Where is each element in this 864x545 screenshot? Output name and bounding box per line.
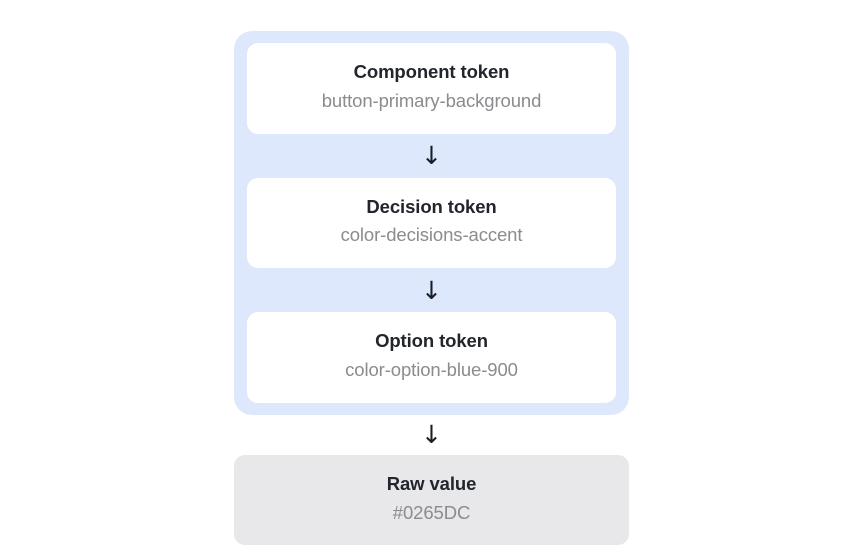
token-flow: Component token button-primary-backgroun…	[234, 31, 629, 545]
node-value: #0265DC	[392, 501, 471, 523]
node-value: color-option-blue-900	[345, 358, 518, 380]
node-option-token[interactable]: Option token color-option-blue-900	[247, 312, 616, 403]
node-value: color-decisions-accent	[340, 224, 523, 246]
node-title: Decision token	[366, 195, 497, 217]
node-component-token[interactable]: Component token button-primary-backgroun…	[247, 43, 616, 134]
arrow-down-icon: ↓	[421, 420, 442, 450]
node-value: button-primary-background	[321, 89, 542, 111]
node-title: Raw value	[386, 472, 477, 494]
node-raw-value[interactable]: Raw value #0265DC	[234, 454, 629, 545]
node-title: Option token	[375, 330, 488, 352]
node-title: Component token	[353, 61, 510, 82]
arrow-down-icon: ↓	[421, 275, 442, 305]
node-decision-token[interactable]: Decision token color-decisions-accent	[247, 177, 616, 269]
arrow-down-icon: ↓	[421, 141, 442, 171]
token-group-container: Component token button-primary-backgroun…	[234, 31, 629, 415]
